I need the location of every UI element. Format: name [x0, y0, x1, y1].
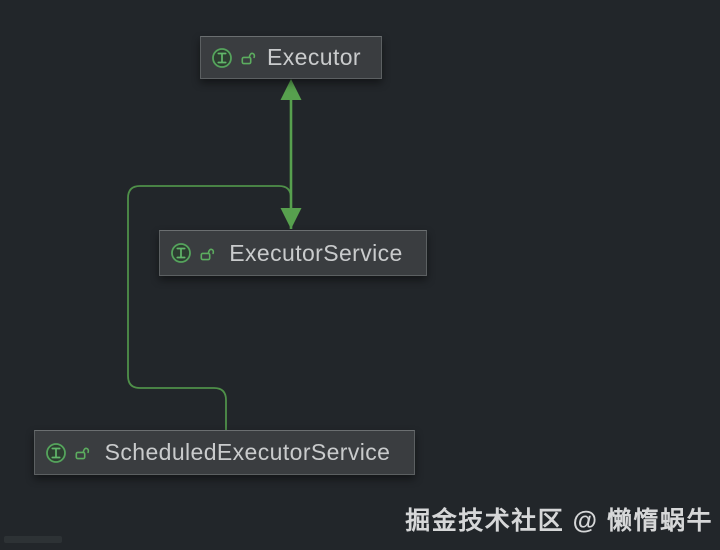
unlocked-padlock-icon — [200, 248, 215, 260]
arrowhead-up-icon — [280, 79, 302, 100]
interface-icon — [171, 243, 191, 263]
edge-executorservice-extends-executor[interactable] — [280, 79, 302, 229]
node-scheduled-executor-service[interactable]: ScheduledExecutorService — [34, 430, 415, 475]
unlocked-padlock-icon — [241, 52, 256, 65]
faint-watermark — [4, 536, 62, 543]
node-label-executor: Executor — [267, 44, 361, 70]
node-label-executor-service: ExecutorService — [229, 239, 403, 266]
node-executor[interactable]: Executor — [200, 36, 382, 79]
interface-icon — [212, 47, 232, 68]
node-label-scheduled-executor-service: ScheduledExecutorService — [104, 439, 391, 465]
node-executor-service[interactable]: ExecutorService — [159, 230, 427, 276]
interface-icon — [46, 442, 66, 463]
watermark-text: 掘金技术社区 @ 懒惰蜗牛 — [405, 507, 713, 535]
edge-scheduledexecutorservice-extends-executorservice[interactable] — [127, 185, 302, 430]
unlocked-padlock-icon — [75, 447, 90, 460]
